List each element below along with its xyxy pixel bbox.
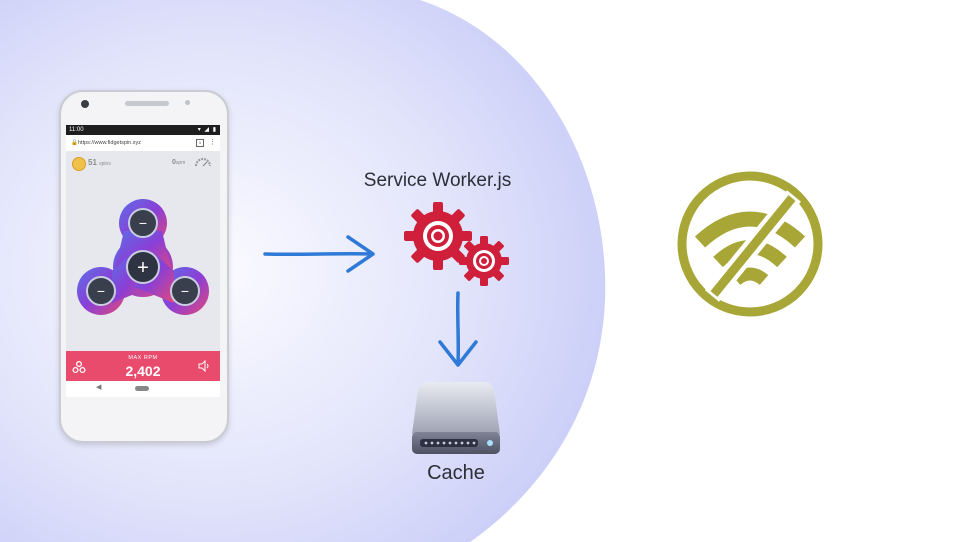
spinner-left-sign: − xyxy=(97,283,105,299)
android-nav-bar: ◀ xyxy=(66,381,220,397)
service-worker-label: Service Worker.js xyxy=(363,170,512,191)
home-pill-icon[interactable] xyxy=(135,386,149,391)
arrow-down-icon xyxy=(438,291,478,367)
speed-gauge-icon xyxy=(195,158,211,167)
spinner-button-left[interactable]: − xyxy=(86,276,116,306)
phone-camera xyxy=(81,100,89,108)
phone-speaker xyxy=(125,101,169,106)
cache-label: Cache xyxy=(427,462,485,484)
phone-mockup: 11:00 ▾ ◢ ▮ 🔒 https://www.fidgetspin.xyz… xyxy=(59,90,229,443)
spinner-button-top[interactable]: − xyxy=(128,208,158,238)
arrow-right-icon xyxy=(263,235,375,273)
phone-screen: 11:00 ▾ ◢ ▮ 🔒 https://www.fidgetspin.xyz… xyxy=(66,125,220,397)
spinner-right-sign: − xyxy=(181,283,189,299)
lock-icon: 🔒 xyxy=(71,140,78,146)
status-icons: ▾ ◢ ▮ xyxy=(197,127,217,133)
max-rpm-value: 2,402 xyxy=(125,363,161,379)
status-bar: 11:00 ▾ ◢ ▮ xyxy=(66,125,220,135)
fidget-spinner-icon[interactable] xyxy=(72,360,86,374)
fidget-spinner[interactable]: − + − − xyxy=(72,191,214,331)
spinner-button-right[interactable]: − xyxy=(170,276,200,306)
wifi-off-icon xyxy=(677,171,823,317)
large-gear xyxy=(404,202,472,270)
browser-url-bar[interactable]: 🔒 https://www.fidgetspin.xyz 1 ⋮ xyxy=(66,135,220,152)
spin-counter: 51 spins xyxy=(88,158,111,167)
sound-icon[interactable] xyxy=(198,360,210,372)
spm-unit: spm xyxy=(175,160,186,166)
gears-icon xyxy=(404,202,509,286)
spinner-button-center[interactable]: + xyxy=(126,250,160,284)
hard-drive-icon xyxy=(412,382,500,454)
coin-icon xyxy=(72,157,86,171)
tab-count-button[interactable]: 1 xyxy=(196,139,204,147)
max-rpm-label: MAX RPM xyxy=(128,355,158,361)
max-rpm-bar: MAX RPM 2,402 xyxy=(66,351,220,381)
fidget-app-area: 51 spins 0spm xyxy=(66,151,220,351)
spinner-top-sign: − xyxy=(139,215,147,231)
url-text[interactable]: https://www.fidgetspin.xyz xyxy=(78,140,141,146)
phone-sensor xyxy=(185,100,190,105)
spin-count-unit: spins xyxy=(99,161,111,167)
status-time: 11:00 xyxy=(69,127,84,133)
overflow-menu-icon[interactable]: ⋮ xyxy=(209,139,216,146)
small-gear xyxy=(459,236,509,286)
back-icon[interactable]: ◀ xyxy=(96,384,102,391)
spin-count-value: 51 xyxy=(88,158,97,167)
spm-readout: 0spm xyxy=(172,159,185,166)
spinner-center-sign: + xyxy=(137,257,149,279)
spm-value: 0 xyxy=(172,159,176,166)
